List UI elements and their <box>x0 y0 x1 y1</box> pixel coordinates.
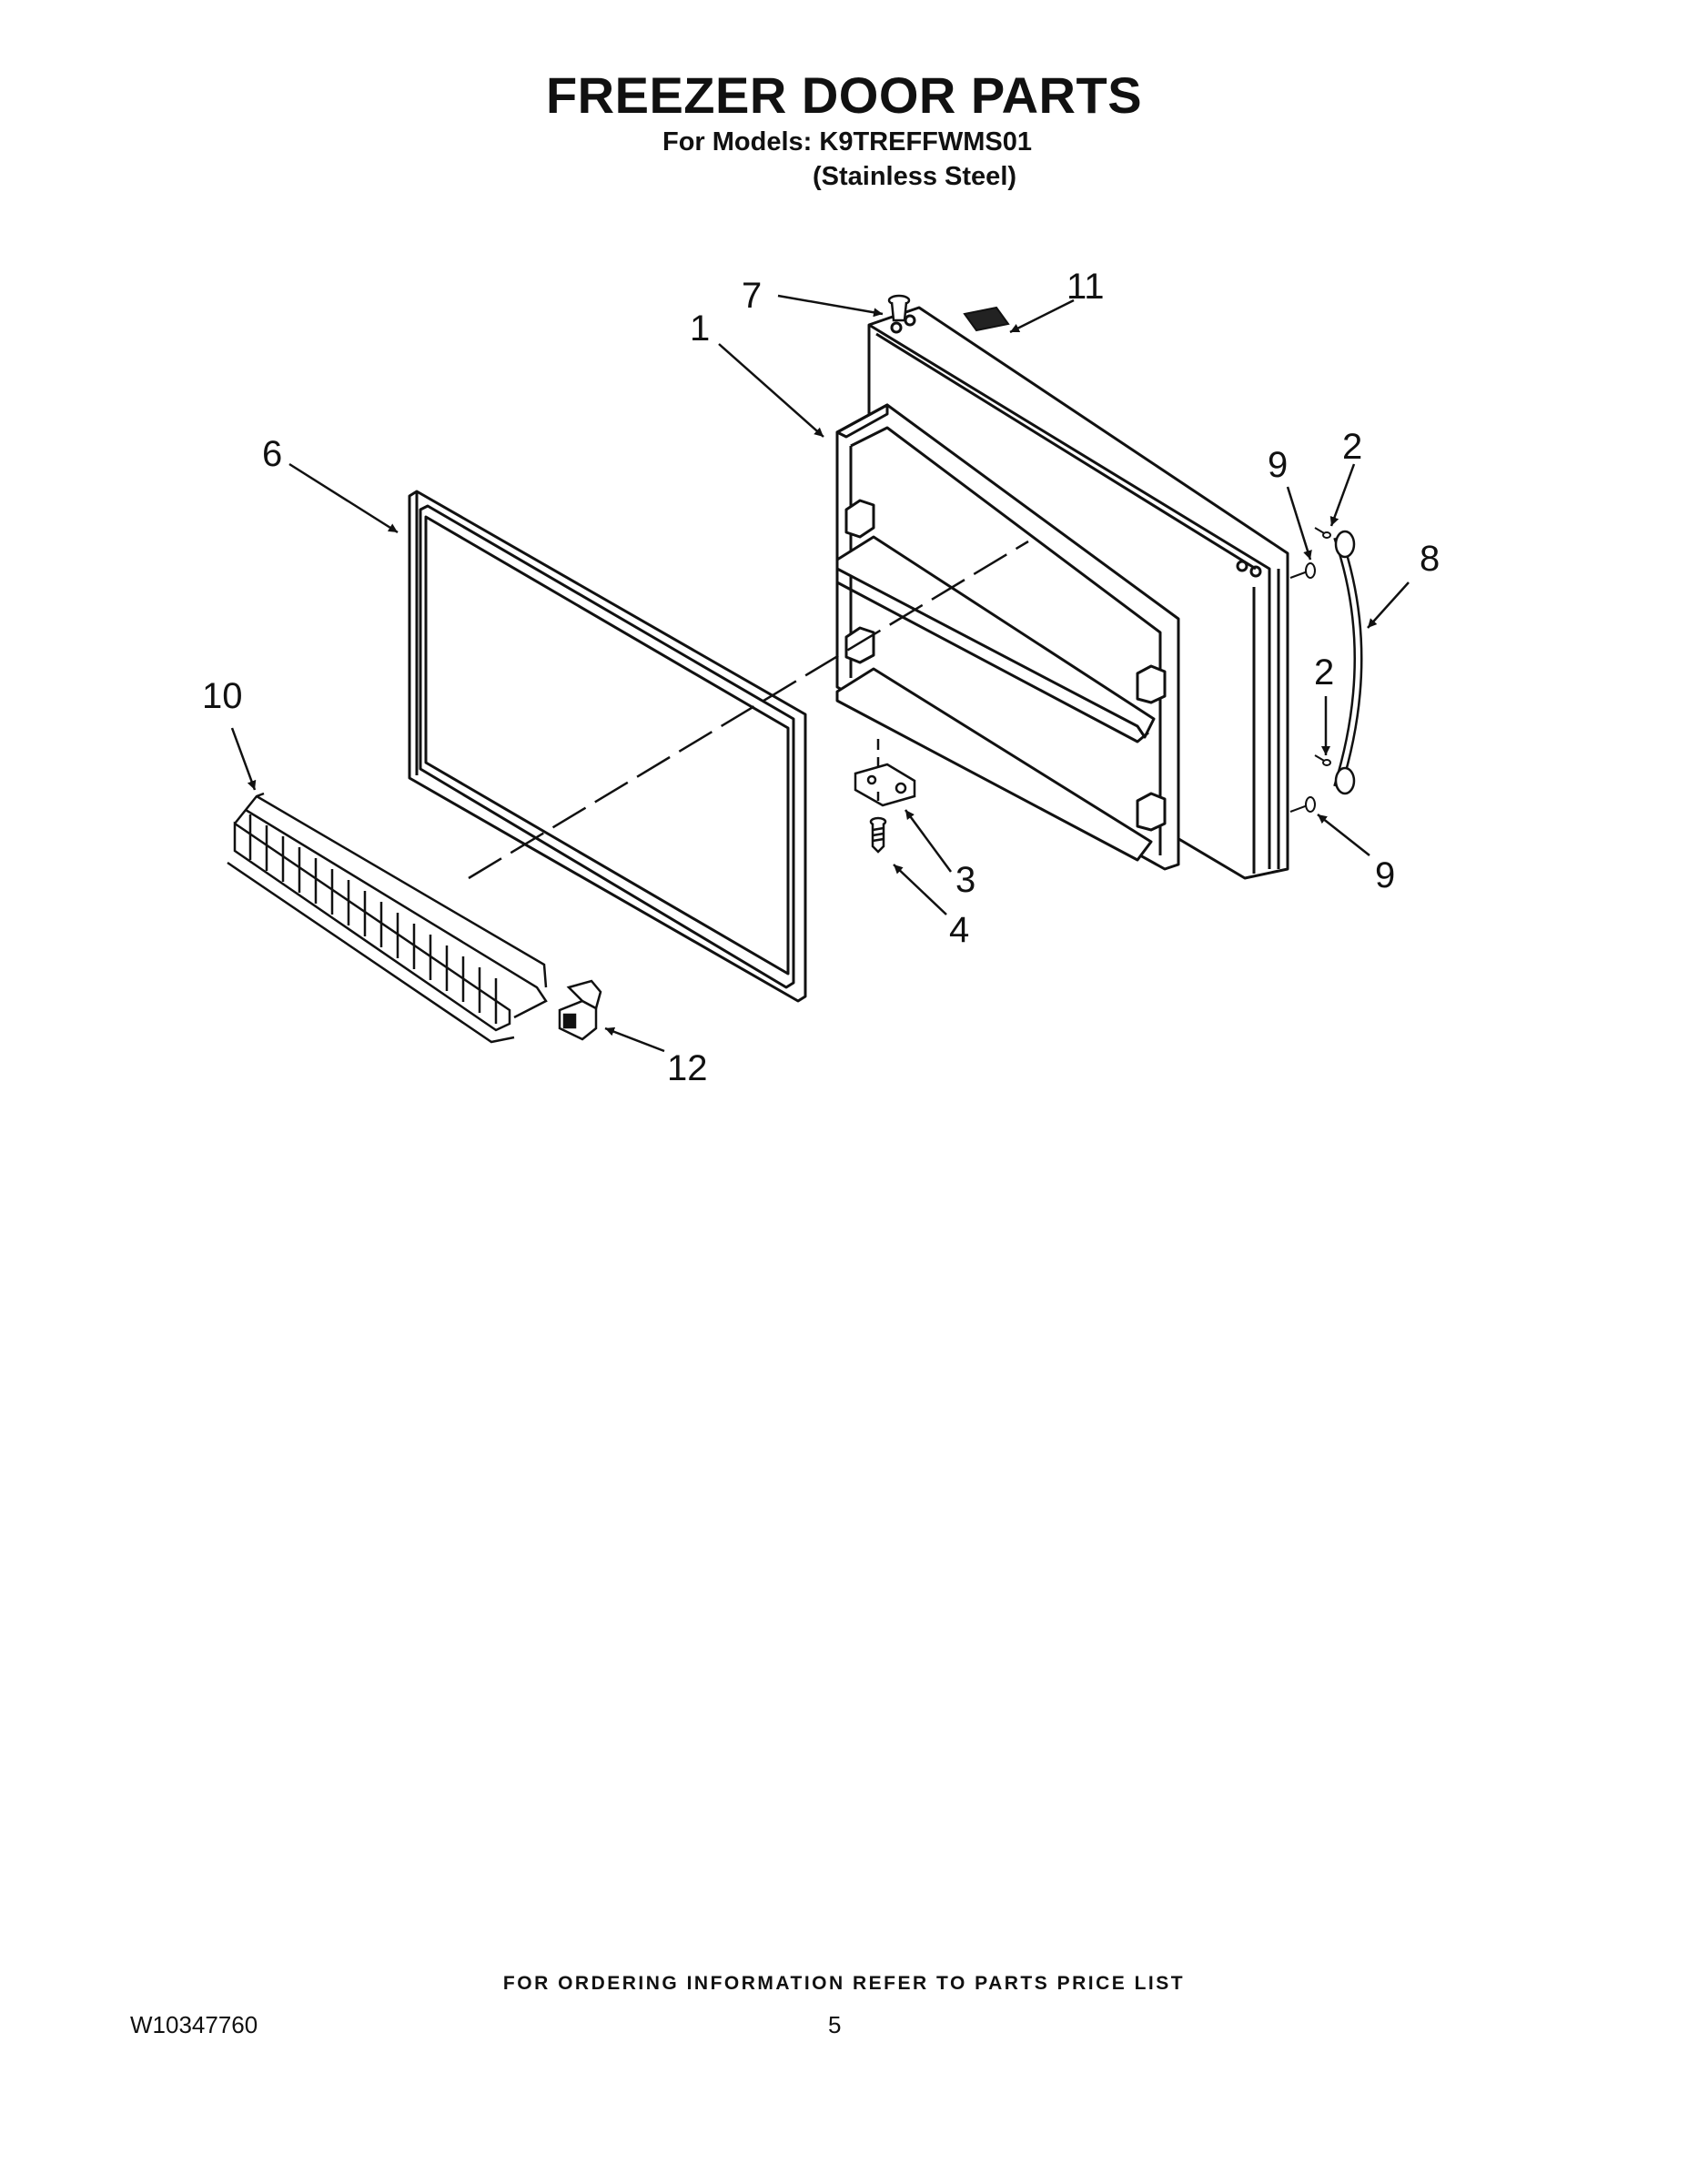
callout-2-top: 2 <box>1342 427 1362 467</box>
freezer-door-part <box>835 306 1289 880</box>
label-part <box>963 306 1010 332</box>
callout-9-bottom: 9 <box>1375 855 1395 895</box>
callout-8: 8 <box>1420 539 1440 579</box>
callout-11: 11 <box>1066 267 1105 307</box>
hinge-bracket-part <box>854 763 916 807</box>
ordering-note: FOR ORDERING INFORMATION REFER TO PARTS … <box>502 1973 1186 1994</box>
handle-screw-bottom-part <box>1314 754 1331 766</box>
models-line: For Models: K9TREFFWMS01 <box>662 127 1033 157</box>
door-gasket-part <box>408 490 807 1003</box>
hinge-screw-part <box>869 816 887 854</box>
callout-9-top: 9 <box>1268 445 1288 485</box>
callout-3: 3 <box>955 860 975 900</box>
leader-arrows <box>230 294 1410 1053</box>
page-title: FREEZER DOOR PARTS <box>545 66 1143 124</box>
handle-fastener-top-part <box>1289 562 1316 579</box>
callout-4: 4 <box>949 910 969 950</box>
hinge-pin-part <box>887 294 911 322</box>
finish-line: (Stainless Steel) <box>813 162 1017 191</box>
handle-screw-top-part <box>1314 527 1331 539</box>
callout-6: 6 <box>262 434 282 474</box>
basket-clip-part <box>558 979 602 1041</box>
callout-7: 7 <box>742 276 762 316</box>
handle-fastener-bottom-part <box>1289 796 1316 813</box>
document-number: W10347760 <box>130 2011 258 2038</box>
door-handle-part <box>1333 530 1363 795</box>
callout-10: 10 <box>202 676 243 716</box>
callout-1: 1 <box>690 308 710 349</box>
wire-basket-part <box>227 792 548 1044</box>
page-number: 5 <box>828 2011 842 2038</box>
callout-2-bottom: 2 <box>1314 652 1334 693</box>
callout-12: 12 <box>667 1048 708 1088</box>
assembly-alignment-line <box>468 540 1029 880</box>
